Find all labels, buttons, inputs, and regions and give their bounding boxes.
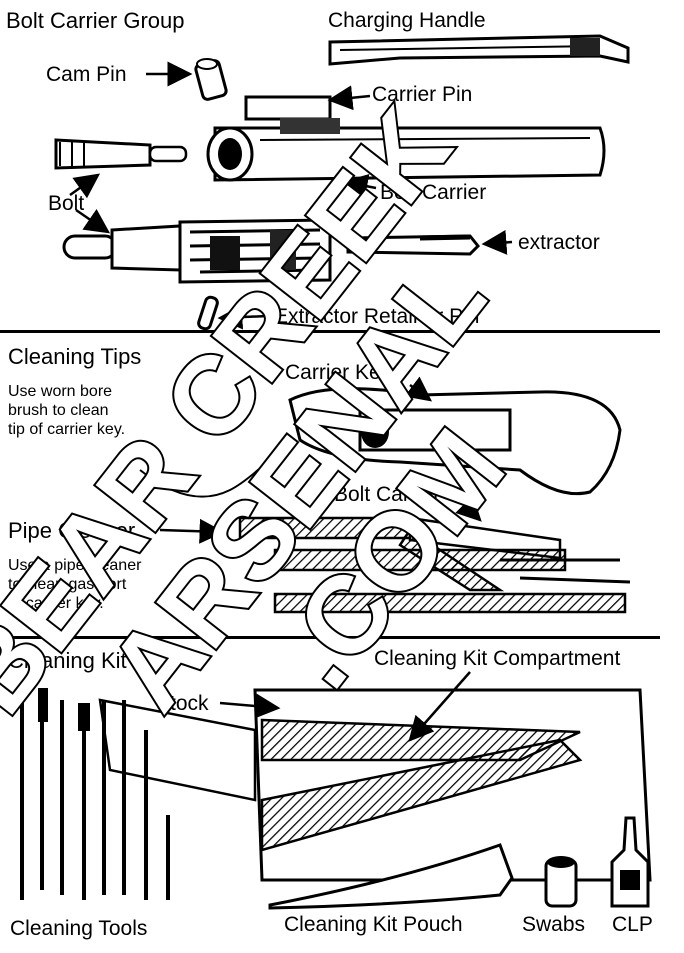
- label-carrier-key: Carrier Key: [285, 361, 392, 384]
- label-extractor-retainer-pin: Extractor Retainer Pin: [274, 305, 480, 328]
- label-cleaning-kit-pouch: Cleaning Kit Pouch: [284, 913, 463, 936]
- label-pipe-cleaner: Pipe Cleaner: [8, 518, 136, 543]
- section-divider-2: [0, 636, 660, 639]
- tip-line: of carrier key.: [8, 595, 104, 612]
- label-cleaning-kit-compartment: Cleaning Kit Compartment: [374, 647, 621, 670]
- tip-line: to clean gas port: [8, 576, 127, 593]
- bolt-small-drawing: [54, 138, 188, 170]
- label-cleaning-tools: Cleaning Tools: [10, 917, 148, 940]
- label-carrier-pin: Carrier Pin: [372, 83, 473, 106]
- tip-line: Use worn bore: [8, 383, 113, 400]
- bolt-carrier-drawing: [206, 95, 606, 182]
- bolt-carrier-section-drawing: [238, 516, 631, 614]
- section-title-cleaning-kit: Cleaning Kit: [8, 648, 127, 673]
- stock-drawing: [98, 688, 652, 882]
- label-bolt-carrier: Bolt Carrier: [380, 181, 487, 204]
- clp-bottle-drawing: [610, 816, 650, 908]
- tip-carrier-key-note: Use worn bore brush to clean tip of carr…: [8, 382, 125, 439]
- tip-line: Use a pipe cleaner: [8, 557, 142, 574]
- label-cam-pin: Cam Pin: [46, 63, 127, 86]
- tip-line: tip of carrier key.: [8, 421, 126, 438]
- section-title-bolt-carrier-group: Bolt Carrier Group: [6, 8, 185, 33]
- pouch-drawing: [268, 843, 514, 910]
- carrier-key-drawing: [139, 387, 622, 498]
- label-clp: CLP: [612, 913, 653, 936]
- tip-line: brush to clean: [8, 402, 109, 419]
- label-extractor: extractor: [518, 231, 600, 254]
- bolt-large-drawing: [62, 218, 332, 284]
- cam-pin-drawing: [194, 58, 228, 101]
- extractor-drawing: [346, 234, 481, 256]
- label-charging-handle: Charging Handle: [328, 9, 486, 32]
- section-title-cleaning-tips: Cleaning Tips: [8, 344, 142, 369]
- label-bolt: Bolt: [48, 192, 85, 215]
- swabs-drawing: [544, 856, 578, 908]
- extractor-retainer-pin-drawing: [197, 295, 219, 331]
- charging-handle-drawing: [328, 34, 630, 66]
- tip-pipe-cleaner-note: Use a pipe cleaner to clean gas port of …: [8, 556, 141, 613]
- cleaning-tools-drawing: [20, 688, 170, 900]
- label-bolt-carrier-tip: Bolt Carrier: [334, 483, 441, 506]
- label-stock: Stock: [156, 692, 209, 715]
- section-divider-1: [0, 330, 660, 333]
- label-swabs: Swabs: [522, 913, 586, 936]
